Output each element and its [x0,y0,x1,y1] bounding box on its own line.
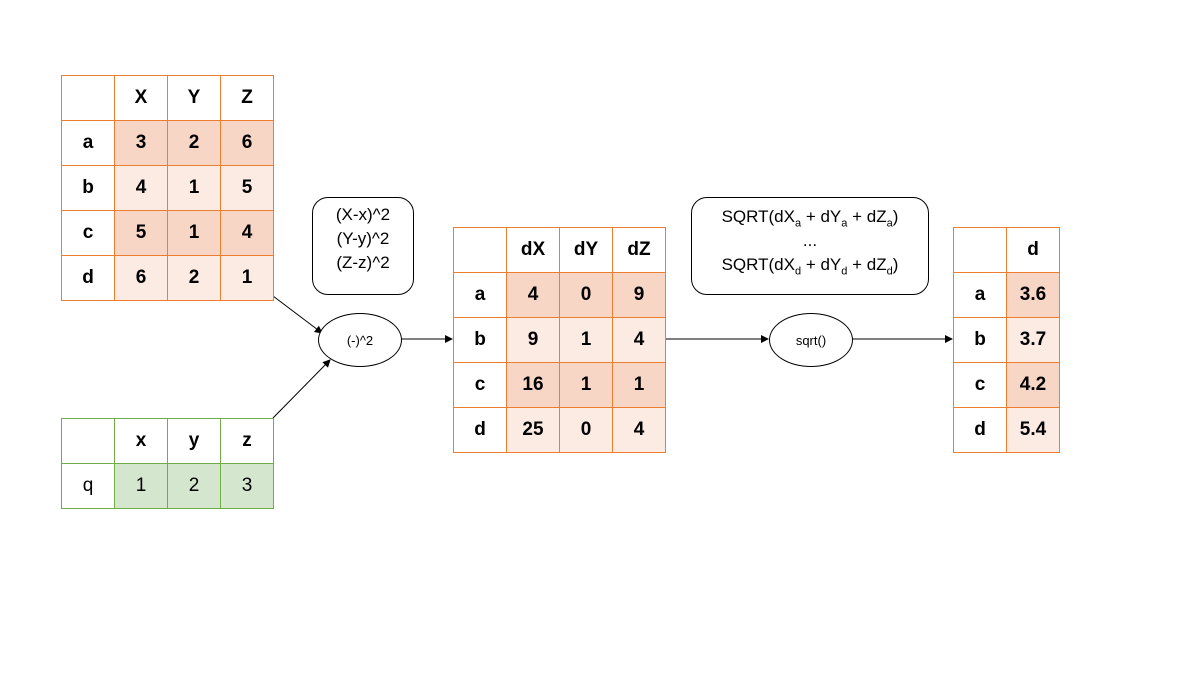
table-cell: 9 [612,272,666,318]
arrow-data-to-square [272,295,323,334]
header-cell: dY [559,227,613,273]
header-cell: y [167,418,221,464]
table-cell: 3 [220,463,274,509]
square-operation-node: (-)^2 [318,313,402,367]
operation-label: sqrt() [795,332,827,348]
query-point-table: x y z q 1 2 3 [61,418,274,509]
row-label: d [453,407,507,453]
table-cell: 1 [559,362,613,408]
table-header-row: d [953,227,1060,273]
table-cell: 5 [220,165,274,211]
header-cell: z [220,418,274,464]
sqrt-formula-box: SQRT(dXa + dYa + dZa) ... SQRT(dXd + dYd… [691,197,929,295]
header-cell: d [1006,227,1060,273]
table-row: d 6 2 1 [61,255,274,301]
table-row: a 3.6 [953,272,1060,318]
table-row: d 25 0 4 [453,407,666,453]
distance-table: d a 3.6 b 3.7 c 4.2 d 5.4 [953,227,1060,453]
header-cell: Y [167,75,221,121]
table-cell: 25 [506,407,560,453]
table-cell: 4 [220,210,274,256]
sqrt-formula-line-d: SQRT(dXd + dYd + dZd) [721,255,899,278]
table-cell: 6 [220,120,274,166]
row-label: a [453,272,507,318]
data-points-table: X Y Z a 3 2 6 b 4 1 5 c 5 1 4 d 6 2 1 [61,75,274,301]
header-cell: Z [220,75,274,121]
table-cell: 1 [220,255,274,301]
table-cell: 5.4 [1006,407,1060,453]
row-label: q [61,463,115,509]
row-label: d [953,407,1007,453]
row-label: c [61,210,115,256]
table-cell: 2 [167,255,221,301]
table-cell: 3.6 [1006,272,1060,318]
header-cell: dX [506,227,560,273]
table-cell: 3 [114,120,168,166]
table-cell: 1 [612,362,666,408]
formula-line: (X-x)^2 [335,205,391,224]
header-cell [953,227,1007,273]
table-cell: 4.2 [1006,362,1060,408]
table-cell: 4 [114,165,168,211]
header-cell: X [114,75,168,121]
table-cell: 16 [506,362,560,408]
table-row: q 1 2 3 [61,463,274,509]
row-label: b [453,317,507,363]
operation-label: (-)^2 [346,332,374,348]
table-cell: 5 [114,210,168,256]
header-cell [61,418,115,464]
table-cell: 6 [114,255,168,301]
sqrt-formula-ellipsis: ... [802,231,818,250]
row-label: d [61,255,115,301]
table-cell: 2 [167,120,221,166]
table-cell: 2 [167,463,221,509]
table-row: a 4 0 9 [453,272,666,318]
formula-line: (Y-y)^2 [336,229,390,248]
table-row: b 3.7 [953,317,1060,363]
sqrt-operation-node: sqrt() [769,313,853,367]
row-label: c [953,362,1007,408]
table-cell: 1 [167,210,221,256]
table-row: c 5 1 4 [61,210,274,256]
table-row: d 5.4 [953,407,1060,453]
squared-difference-formula-box: (X-x)^2 (Y-y)^2 (Z-z)^2 [312,197,414,295]
table-row: b 9 1 4 [453,317,666,363]
table-row: c 4.2 [953,362,1060,408]
sqrt-formula-line-a: SQRT(dXa + dYa + dZa) [721,207,899,230]
table-cell: 3.7 [1006,317,1060,363]
row-label: a [61,120,115,166]
table-row: c 16 1 1 [453,362,666,408]
formula-line: (Z-z)^2 [336,253,390,272]
row-label: b [953,317,1007,363]
header-cell: dZ [612,227,666,273]
table-cell: 1 [167,165,221,211]
arrow-query-to-square [272,359,331,419]
header-cell [453,227,507,273]
table-row: a 3 2 6 [61,120,274,166]
table-cell: 0 [559,272,613,318]
table-header-row: dX dY dZ [453,227,666,273]
table-cell: 4 [612,407,666,453]
table-cell: 1 [114,463,168,509]
table-cell: 0 [559,407,613,453]
table-header-row: x y z [61,418,274,464]
table-header-row: X Y Z [61,75,274,121]
header-cell: x [114,418,168,464]
table-cell: 1 [559,317,613,363]
table-cell: 4 [612,317,666,363]
table-cell: 4 [506,272,560,318]
row-label: a [953,272,1007,318]
row-label: b [61,165,115,211]
table-cell: 9 [506,317,560,363]
header-cell [61,75,115,121]
row-label: c [453,362,507,408]
squared-differences-table: dX dY dZ a 4 0 9 b 9 1 4 c 16 1 1 d 25 0… [453,227,666,453]
table-row: b 4 1 5 [61,165,274,211]
